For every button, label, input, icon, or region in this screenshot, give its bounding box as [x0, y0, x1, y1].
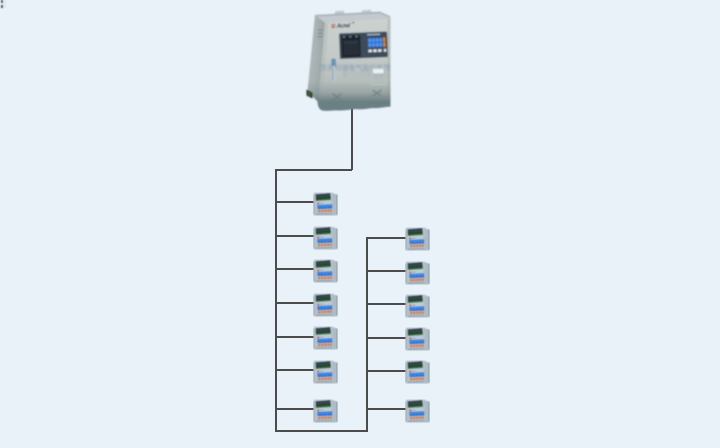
svg-text:Acrel: Acrel: [336, 23, 351, 30]
svg-text:电气火灾监控设备装置: 电气火灾监控设备装置: [342, 71, 402, 79]
svg-text:江苏安科瑞电气股份有限: 江苏安科瑞电气股份有限: [313, 63, 391, 72]
